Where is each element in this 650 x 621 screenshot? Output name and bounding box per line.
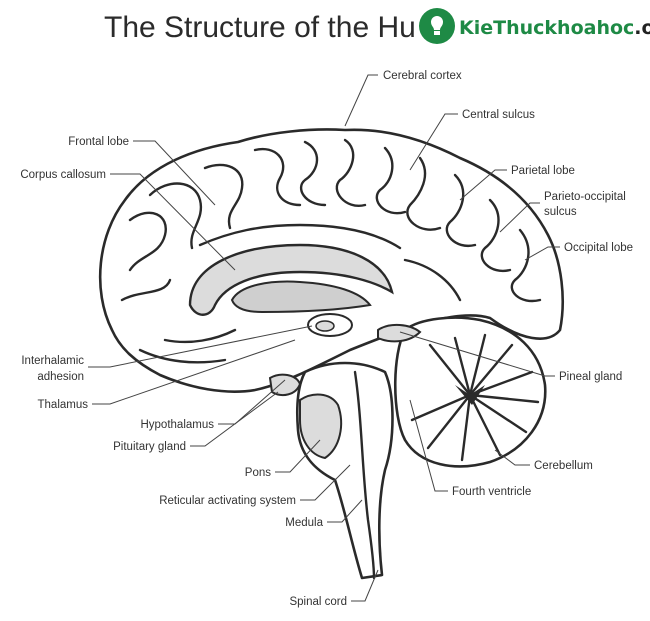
label-corpus-callosum: Corpus callosum xyxy=(20,169,106,181)
label-parieto-occipital-line2: sulcus xyxy=(544,206,577,218)
labels: Cerebral cortex Central sulcus Frontal l… xyxy=(20,70,633,608)
label-interhalamic-line2: adhesion xyxy=(37,371,84,383)
label-pituitary-gland: Pituitary gland xyxy=(113,441,186,453)
label-frontal-lobe: Frontal lobe xyxy=(68,136,129,148)
pituitary-shape xyxy=(268,373,302,397)
svg-text:KieThuckhoahoc.org: KieThuckhoahoc.org xyxy=(459,17,650,39)
label-spinal-cord: Spinal cord xyxy=(289,596,347,608)
pineal-gland-shape xyxy=(377,324,422,343)
leader-lines xyxy=(88,74,560,602)
label-reticular-activating-system: Reticular activating system xyxy=(159,495,296,507)
watermark-part4: .org xyxy=(634,17,650,39)
watermark-logo: KieThuckhoahoc.org xyxy=(419,8,650,44)
label-pineal-gland: Pineal gland xyxy=(559,371,622,383)
watermark-part3: khoahoc xyxy=(544,17,634,39)
label-cerebral-cortex: Cerebral cortex xyxy=(383,70,462,82)
corpus-callosum-shape xyxy=(188,243,394,316)
cortex-gyri xyxy=(120,138,542,364)
label-parietal-lobe: Parietal lobe xyxy=(511,165,575,177)
watermark-part2: Thuc xyxy=(493,17,544,39)
cerebellum-folds xyxy=(410,333,540,462)
label-fourth-ventricle: Fourth ventricle xyxy=(452,486,531,498)
label-central-sulcus: Central sulcus xyxy=(462,109,535,121)
watermark-part1: Kie xyxy=(459,17,493,39)
label-parieto-occipital-line1: Parieto-occipital xyxy=(544,191,626,203)
label-medula: Medula xyxy=(285,517,323,529)
diagram-title: The Structure of the Hu xyxy=(104,11,416,44)
label-occipital-lobe: Occipital lobe xyxy=(564,242,633,254)
label-interhalamic-line1: Interhalamic xyxy=(21,355,84,367)
label-hypothalamus: Hypothalamus xyxy=(140,419,214,431)
label-cerebellum: Cerebellum xyxy=(534,460,593,472)
brain-illustration xyxy=(98,128,564,580)
label-pons: Pons xyxy=(245,467,271,479)
label-thalamus: Thalamus xyxy=(38,399,89,411)
